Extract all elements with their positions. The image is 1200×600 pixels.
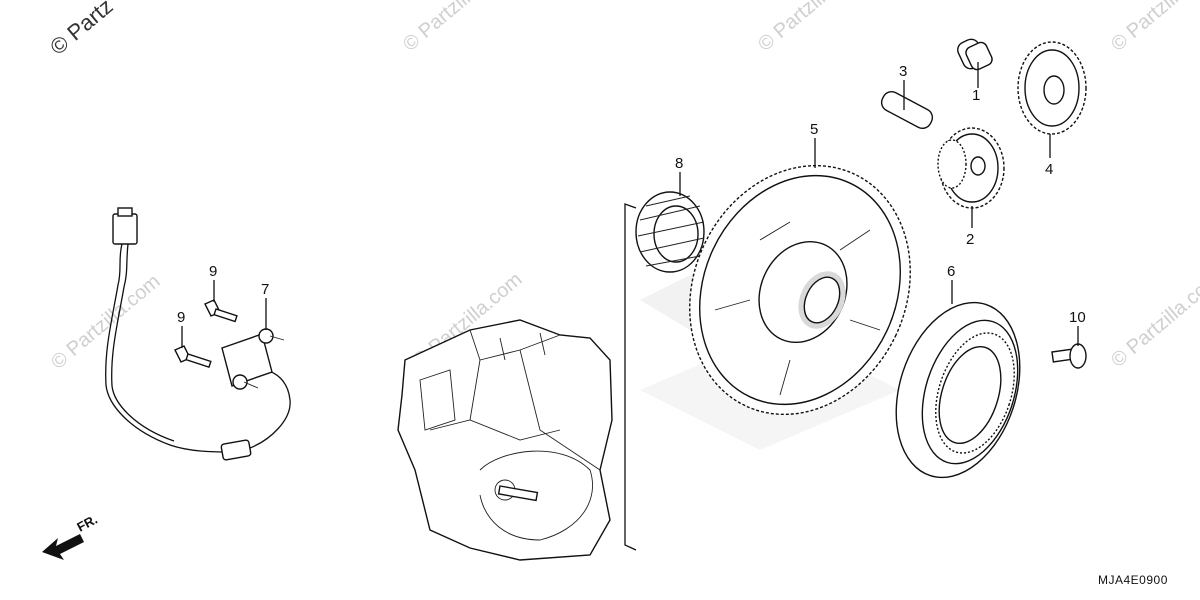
bracket-and-bolts[interactable]	[174, 299, 285, 390]
starter-driven-gear[interactable]	[650, 129, 950, 451]
flange-bolt[interactable]	[1051, 343, 1087, 369]
engine-crankcase	[397, 319, 613, 561]
sensor-harness[interactable]	[105, 207, 291, 461]
callout-9-lower[interactable]: 9	[177, 309, 185, 326]
front-direction-indicator: FR.	[42, 512, 100, 560]
watermarks: © Partz © Partzilla.com © Partzilla.com …	[45, 0, 1200, 374]
callout-5[interactable]: 5	[810, 121, 818, 138]
starter-idle-gear[interactable]	[937, 127, 1005, 209]
reduction-shaft-pins[interactable]	[878, 37, 994, 132]
callout-9-upper[interactable]: 9	[209, 263, 217, 280]
one-way-clutch[interactable]	[875, 286, 1041, 493]
callout-6[interactable]: 6	[947, 263, 955, 280]
assembly-bracket-line	[624, 203, 637, 551]
starter-reduction-gear[interactable]	[1017, 41, 1087, 135]
watermark-3: © Partzilla.com	[1107, 0, 1200, 56]
callout-labels: 1 2 3 4 5 6 7 8 9 9 10	[177, 63, 1086, 326]
callout-3[interactable]: 3	[899, 63, 907, 80]
callout-7[interactable]: 7	[261, 281, 269, 298]
needle-bearing[interactable]	[635, 191, 705, 273]
watermark-1: © Partzilla.com	[399, 0, 516, 56]
watermark-6: © Partzilla.com	[1107, 268, 1200, 371]
callout-1[interactable]: 1	[972, 87, 980, 104]
callout-10[interactable]: 10	[1069, 309, 1086, 326]
callout-2[interactable]: 2	[966, 231, 974, 248]
corner-watermark: © Partz	[45, 0, 118, 60]
watermark-2: © Partzilla.com	[754, 0, 871, 56]
direction-label: FR.	[74, 512, 100, 535]
callout-8[interactable]: 8	[675, 155, 683, 172]
direction-arrow-icon	[42, 534, 84, 560]
diagram-code: MJA4E0900	[1098, 573, 1168, 587]
callout-4[interactable]: 4	[1045, 161, 1053, 178]
leader-lines	[181, 62, 1079, 348]
